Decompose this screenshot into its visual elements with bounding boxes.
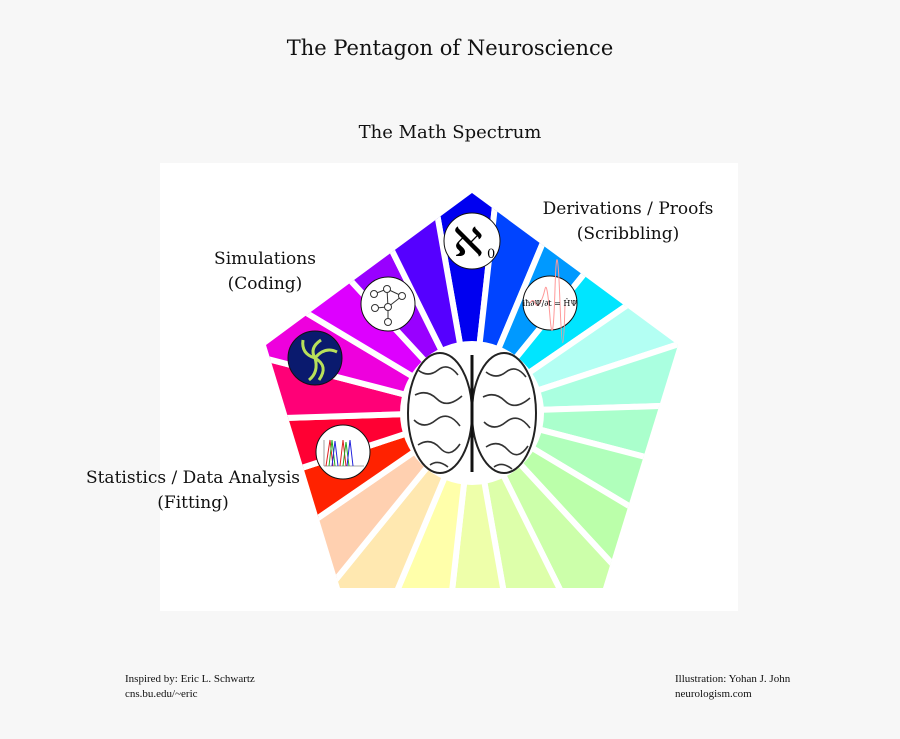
label-simulations-sub: (Coding) bbox=[227, 274, 303, 294]
label-derivations-sub: (Scribbling) bbox=[576, 224, 680, 244]
aleph-null-icon: ℵ 0 bbox=[443, 212, 501, 270]
label-derivations: Derivations / Proofs (Scribbling) bbox=[528, 197, 728, 247]
label-statistics: Statistics / Data Analysis (Fitting) bbox=[73, 466, 313, 516]
label-simulations-title: Simulations bbox=[214, 249, 316, 269]
footer-credit-left: Inspired by: Eric L. Schwartz cns.bu.edu… bbox=[125, 672, 255, 702]
brain-icon bbox=[400, 341, 544, 485]
network-graph-icon bbox=[360, 276, 416, 332]
subtitle: The Math Spectrum bbox=[358, 122, 542, 143]
spike-plot-icon bbox=[315, 424, 371, 480]
inspired-by-url: cns.bu.edu/~eric bbox=[125, 688, 198, 700]
label-statistics-title: Statistics / Data Analysis bbox=[85, 468, 301, 488]
illustration-url: neurologism.com bbox=[675, 688, 752, 700]
svg-text:ℵ: ℵ bbox=[453, 220, 483, 266]
illustration-by: Illustration: Yohan J. John bbox=[675, 673, 791, 685]
footer-credit-right: Illustration: Yohan J. John neurologism.… bbox=[675, 672, 790, 702]
schrodinger-equation-icon: iħ∂Ψ/∂t = ĤΨ bbox=[522, 259, 578, 343]
svg-text:0: 0 bbox=[487, 247, 495, 262]
label-derivations-title: Derivations / Proofs bbox=[542, 199, 714, 219]
label-statistics-sub: (Fitting) bbox=[157, 493, 229, 513]
page-title: The Pentagon of Neuroscience bbox=[286, 36, 614, 60]
inspired-by: Inspired by: Eric L. Schwartz bbox=[125, 673, 255, 685]
label-simulations: Simulations (Coding) bbox=[200, 247, 330, 297]
spiral-wave-icon bbox=[287, 330, 343, 386]
svg-text:iħ∂Ψ/∂t = ĤΨ: iħ∂Ψ/∂t = ĤΨ bbox=[523, 299, 578, 308]
